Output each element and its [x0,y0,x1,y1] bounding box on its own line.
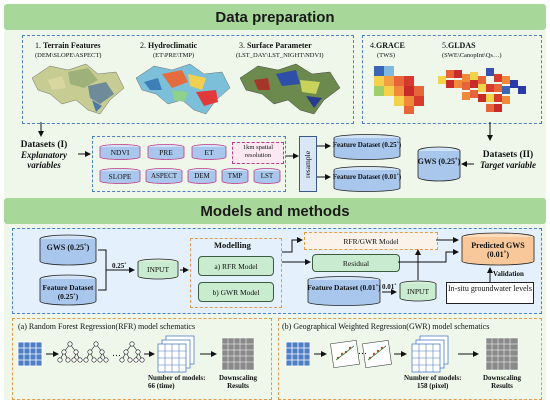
rfr-result: Downscaling Results [218,374,258,390]
rfr-schematic-panel [12,318,272,400]
gwr-schematic: … [285,335,519,373]
input-2: INPUT [398,280,438,302]
rfr-gwr-model-box: RFR/GWR Model [304,232,438,250]
variable-et: ET [190,144,228,160]
validation-label: Validation [493,270,524,278]
gwr-panel-title: (b) Geographical Weighted Regression(GWR… [282,322,490,331]
grace-title: 4.GRACE [370,41,405,50]
label-025: 0.25˚ [112,262,127,270]
gldas-map [438,68,526,112]
datasets-2-title: Datasets (II) [482,150,534,160]
feature-dataset-001: Feature Dataset (0.01˚) [332,166,402,192]
input-1: INPUT [136,258,180,280]
predictor-maps-panel [22,35,354,124]
variable-lst: LST [252,168,282,184]
variable-slope: SLOPE [98,168,142,184]
surface-parameter-map [239,63,341,115]
rfr-model-box: a) RFR Model [198,256,274,276]
modelling-box [190,238,282,308]
grace-sub: (TWS) [377,52,396,59]
gws-025-cylinder: GWS (0.25˚) [416,146,462,182]
target-maps-panel [362,35,542,124]
gwr-model-box: b) GWR Model [198,282,274,302]
models-gws-cylinder: GWS (0.25˚) [38,234,98,266]
terrain-sub: (DEM\SLOPE\ASPECT) [35,52,102,59]
models-methods-title: Models and methods [200,202,350,220]
datasets-1-label: Datasets (I) Explanatory variables [4,140,84,170]
gwr-schematic-panel [278,318,542,400]
gwr-num-models: Number of models: 158 (pixel) [404,374,462,390]
modelling-title: Modelling [214,240,251,250]
gwr-result: Downscaling Results [482,374,522,390]
variable-dem: DEM [186,168,218,184]
resolution-note: 1km spatial resolution [232,142,284,164]
models-feature-cylinder: Feature Dataset (0.25˚) [38,274,98,306]
datasets-2-sub: Target variable [480,160,536,170]
gwr-dots: … [358,346,367,356]
rfr-schematic: … [17,335,255,373]
terrain-title: 1. Terrain Features [35,41,101,50]
residual-box: Residual [312,254,400,272]
label-001: 0.01˚ [382,283,397,291]
insitu-box: In-situ groundwater levels [446,282,534,304]
gldas-title: 5.GLDAS [442,41,476,50]
grace-map [374,66,424,114]
datasets-2-label: Datasets (II) Target variable [468,150,548,170]
resample-box: resample [299,136,317,192]
variables-panel [92,136,286,192]
datasets-1-sub: Explanatory variables [20,150,67,170]
variable-ndvi: NDVI [98,144,142,160]
hydro-sub: (ET\PRE\TMP) [153,52,195,59]
gldas-sub: (SWE\CanopInt\Qs…) [442,52,502,59]
data-preparation-header: Data preparation [4,4,546,30]
datasets-1-title: Datasets (I) [20,140,68,150]
rfr-dots: … [112,348,121,358]
hydro-title: 2. Hydroclimatic [140,41,198,50]
feature-dataset-025: Feature Dataset (0.25˚) [332,134,402,160]
terrain-map [31,63,125,115]
hydroclimatic-map [135,63,231,115]
surface-sub: (LST_DAY\LST_NIGHT\NDVI) [236,52,324,59]
data-preparation-title: Data preparation [215,8,335,26]
rfr-panel-title: (a) Random Forest Regression(RFR) model … [18,322,196,331]
surface-title: 3. Surface Parameter [239,41,312,50]
models-methods-header: Models and methods [4,198,546,224]
models-feature-001-cylinder: Feature Dataset (0.01˚) [306,276,382,306]
variable-pre: PRE [146,144,186,160]
predicted-gws-cylinder: Predicted GWS (0.01˚) [460,232,536,266]
variable-aspect: ASPECT [144,168,184,184]
variable-tmp: TMP [220,168,250,184]
rfr-num-models: Number of models: 66 (time) [148,374,206,390]
